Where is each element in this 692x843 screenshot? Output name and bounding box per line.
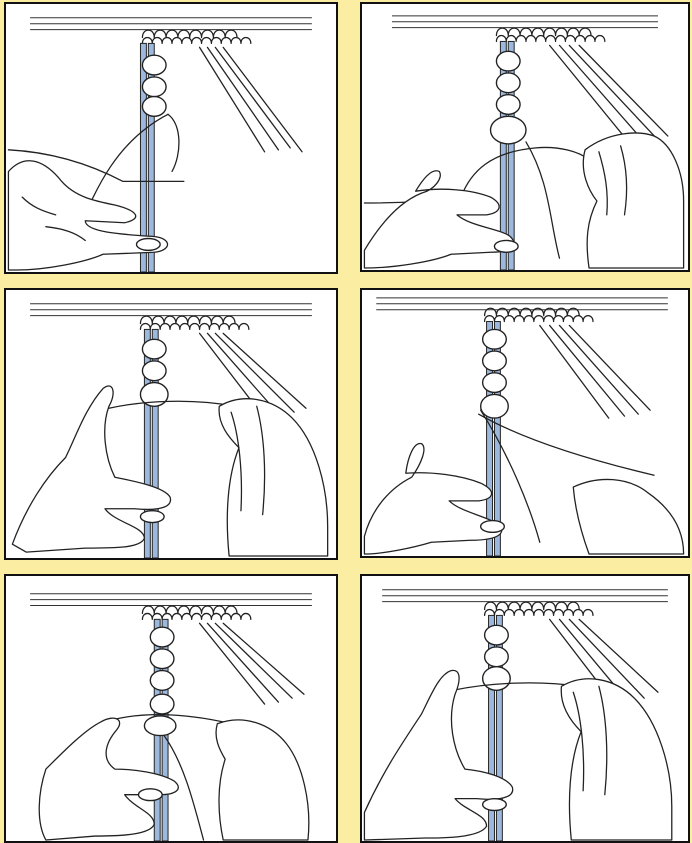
left-hand	[364, 171, 514, 268]
dowel-rod	[392, 16, 658, 28]
cord-clip	[481, 521, 505, 533]
left-hand	[364, 444, 501, 555]
right-hand	[219, 399, 328, 556]
mounting-knots	[140, 316, 248, 329]
right-hand	[216, 720, 309, 840]
step-4-panel	[360, 288, 690, 558]
knotting-illustration-2	[362, 4, 688, 270]
mounting-knots	[496, 28, 604, 41]
knot-chain	[483, 625, 511, 690]
mounting-knots	[485, 602, 593, 615]
hanging-cords	[540, 325, 650, 418]
mounting-knots	[142, 30, 250, 43]
knot-chain	[491, 51, 526, 144]
knotting-illustration-1	[6, 4, 336, 272]
working-cord	[109, 401, 235, 408]
dowel-rod	[382, 590, 668, 602]
knot-chain	[144, 627, 176, 735]
knotting-illustration-4	[362, 290, 688, 556]
hanging-cords	[200, 47, 302, 151]
knotting-illustration-3	[6, 290, 336, 558]
cord-clip	[137, 239, 161, 251]
cord-clip	[140, 511, 164, 523]
dowel-rod	[376, 298, 668, 310]
knotting-illustration-6	[362, 576, 688, 841]
dowel-rod	[30, 18, 312, 30]
step-3-panel	[4, 288, 338, 560]
right-hand	[583, 133, 683, 268]
step-5-panel	[4, 574, 338, 843]
mounting-knots	[142, 606, 250, 619]
working-cord	[453, 683, 579, 690]
dowel-rod	[30, 594, 312, 606]
cord-clip	[494, 240, 518, 252]
step-2-panel	[360, 2, 690, 272]
knot-chain	[140, 339, 168, 406]
cord-clip	[483, 799, 507, 811]
hanging-cords	[200, 623, 304, 704]
dowel-rod	[30, 304, 312, 316]
knot-chain	[481, 329, 509, 418]
cord-clip	[138, 789, 162, 801]
mounting-knots	[485, 308, 593, 321]
step-1-panel	[4, 2, 338, 274]
hanging-cords	[550, 45, 668, 142]
right-hand	[573, 479, 683, 554]
knotting-illustration-5	[6, 576, 336, 841]
right-hand	[561, 679, 672, 840]
step-6-panel	[360, 574, 690, 843]
